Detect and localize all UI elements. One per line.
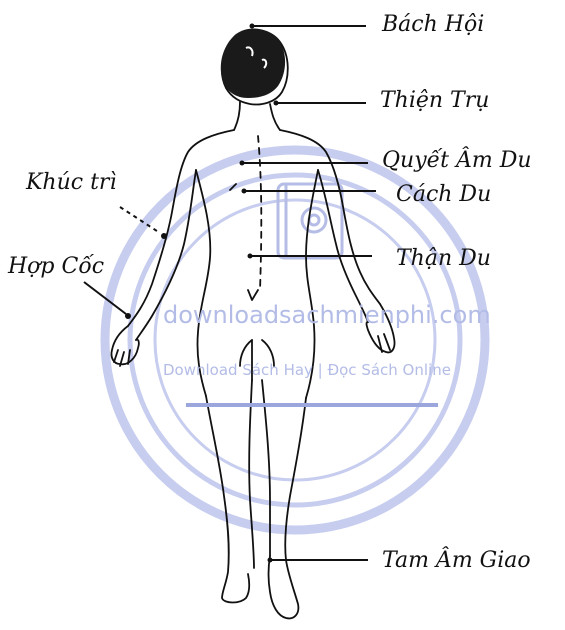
label-hop-coc: Hợp Cốc	[8, 256, 104, 278]
watermark-bar	[186, 403, 438, 407]
label-thien-tru: Thiện Trụ	[380, 90, 489, 112]
label-quyet-am-du: Quyết Âm Du	[382, 150, 532, 172]
point-lines	[84, 26, 376, 560]
label-bach-hoi: Bách Hội	[382, 14, 484, 36]
watermark-site: downloadsachmienphi.com	[163, 303, 491, 327]
watermark-tagline: Download Sách Hay | Đọc Sách Online	[163, 363, 451, 378]
label-tam-am-giao: Tam Âm Giao	[382, 550, 531, 572]
hair	[221, 28, 285, 98]
label-khuc-tri: Khúc trì	[26, 172, 116, 194]
label-than-du: Thận Du	[396, 248, 491, 270]
label-cach-du: Cách Du	[396, 184, 491, 206]
watermark-at-icon	[278, 184, 342, 258]
